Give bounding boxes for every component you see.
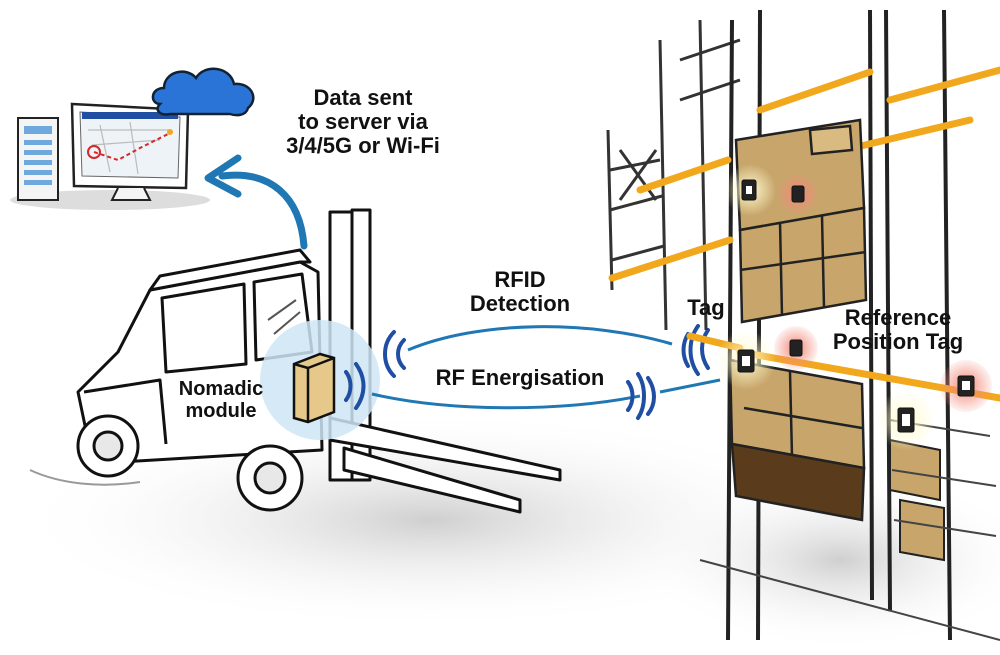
rfid-tags [716,164,992,450]
cloud-icon [151,67,255,117]
tag-label: Tag [687,295,725,320]
nomadic-label-line-1: Nomadic [178,378,264,400]
energisation-signal-icon [626,372,656,420]
rfid-label-line-1: RFID [494,267,546,292]
forklift-rx-signal-icon [383,330,406,378]
upload-arrow [218,171,308,250]
route-line [93,133,169,162]
nomadic-module-device [292,352,336,424]
server-label-line-1: Data sent [313,85,413,110]
rfid-detection-link [407,325,673,352]
module-signal-icon [344,362,366,410]
rfid-label-line-2: Detection [469,291,571,317]
server-label-line-2: to server via [298,109,428,135]
rf-energisation-link [371,392,641,410]
nomadic-module-label: Nomadic module [166,378,276,422]
reference-tag [789,339,803,357]
rf-energisation-label: RF Energisation [435,365,605,390]
ref-label-line-2: Position Tag [832,329,964,355]
nomadic-label-line-2: module [185,400,257,422]
reference-tag [791,185,805,203]
ref-label-line-1: Reference [844,305,952,330]
floor-shadow [10,410,850,630]
reference-position-tag-label: Reference Position Tag [818,305,978,355]
tag-signal-icon [681,324,710,376]
server-upload-label: Data sent to server via 3/4/5G or Wi-Fi [268,85,458,159]
server-label-line-3: 3/4/5G or Wi-Fi [286,133,440,159]
server-workstation [10,67,255,210]
warehouse-racking [606,9,1000,641]
rfid-detection-label: RFID Detection [440,267,600,317]
